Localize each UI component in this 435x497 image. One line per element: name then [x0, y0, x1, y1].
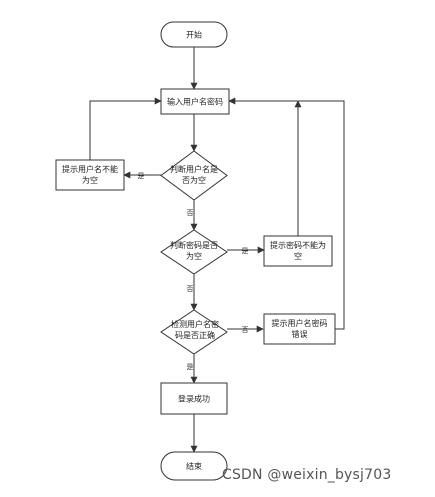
- edge-label-user-yes: 是: [138, 172, 145, 180]
- edge-label-match-yes: 是: [187, 363, 194, 371]
- edge-prompt-wrong-back: [228, 97, 345, 330]
- node-check-pwd-line-1: 判断密码是否: [170, 240, 218, 250]
- node-prompt-wrong-line-1: 提示用户名密码: [272, 318, 328, 328]
- node-check-pwd: 判断密码是否 为空: [160, 229, 228, 275]
- node-check-user: 判断用户名是 否为空: [160, 150, 228, 201]
- edge-label-pwd-no: 否: [187, 285, 194, 293]
- node-check-pwd-line-2: 为空: [186, 251, 202, 261]
- node-prompt-user: 提示用户名不能 为空: [55, 159, 125, 191]
- edge-label-match-no: 否: [242, 326, 249, 334]
- edge-label-pwd-yes: 是: [242, 247, 249, 255]
- watermark: CSDN @weixin_bysj703: [222, 467, 392, 483]
- node-check-user-line-1: 判断用户名是: [170, 164, 218, 174]
- node-check-match-line-1: 检测用户名密: [171, 319, 219, 329]
- node-prompt-wrong-line-2: 错误: [292, 329, 308, 339]
- node-prompt-wrong: 提示用户名密码 错误: [263, 313, 336, 345]
- node-check-match: 检测用户名密 码是否正确: [160, 309, 228, 355]
- node-prompt-user-line-1: 提示用户名不能: [62, 164, 118, 174]
- node-end: 结束: [160, 451, 228, 481]
- edge-labels: 是 否 是 否 否 是: [138, 172, 249, 371]
- node-prompt-pwd: 提示密码不能为 空: [263, 235, 333, 267]
- node-success: 登录成功: [160, 382, 228, 415]
- node-check-match-line-2: 码是否正确: [175, 330, 215, 340]
- node-start: 开始: [160, 21, 228, 48]
- node-success-label: 登录成功: [178, 394, 210, 404]
- node-input: 输入用户名密码: [160, 88, 230, 115]
- node-end-label: 结束: [186, 461, 202, 471]
- node-prompt-pwd-line-1: 提示密码不能为: [270, 240, 326, 250]
- node-start-label: 开始: [186, 30, 202, 40]
- node-check-user-line-2: 否为空: [182, 175, 206, 185]
- edges: [89, 47, 345, 453]
- node-prompt-user-line-2: 为空: [82, 175, 98, 185]
- edge-label-user-no: 否: [187, 209, 194, 217]
- edge-prompt-user-back: [89, 97, 162, 160]
- node-prompt-pwd-line-2: 空: [294, 251, 302, 261]
- node-input-label: 输入用户名密码: [167, 97, 223, 107]
